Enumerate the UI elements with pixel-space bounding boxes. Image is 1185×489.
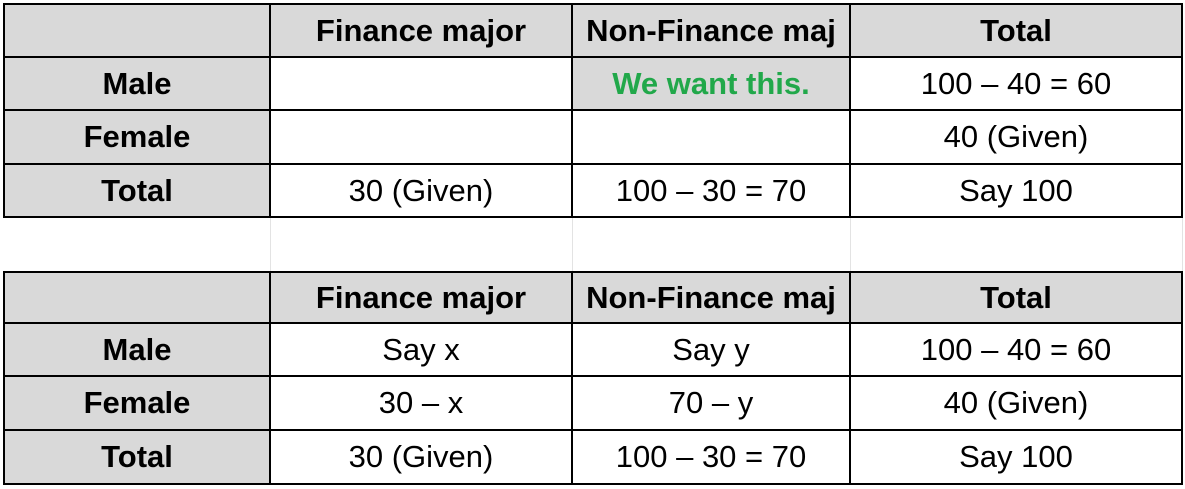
table2-female-finance-cell[interactable]: 30 – x [271,377,573,431]
table1-header-non-finance[interactable]: Non-Finance maj [573,3,851,58]
spacer-cell[interactable] [271,218,573,271]
spacer-cell[interactable] [573,218,851,271]
table1-corner-cell[interactable] [3,3,271,58]
table2-header-total[interactable]: Total [851,271,1183,324]
table2-row-label-total[interactable]: Total [3,431,271,485]
table1-male-non-finance-cell[interactable]: We want this. [573,58,851,111]
table1-male-total-cell[interactable]: 100 – 40 = 60 [851,58,1183,111]
table2-corner-cell[interactable] [3,271,271,324]
table1-female-non-finance-cell[interactable] [573,111,851,165]
table1-header-finance[interactable]: Finance major [271,3,573,58]
table2-header-finance[interactable]: Finance major [271,271,573,324]
table2-row-label-female[interactable]: Female [3,377,271,431]
table1-total-total-cell[interactable]: Say 100 [851,165,1183,218]
table1-header-total[interactable]: Total [851,3,1183,58]
table1-row-label-female[interactable]: Female [3,111,271,165]
table2-male-non-finance-cell[interactable]: Say y [573,324,851,377]
contingency-tables: Finance major Non-Finance maj Total Male… [3,3,1183,485]
table2-female-non-finance-cell[interactable]: 70 – y [573,377,851,431]
table2-header-non-finance[interactable]: Non-Finance maj [573,271,851,324]
table1-female-total-cell[interactable]: 40 (Given) [851,111,1183,165]
spacer-cell[interactable] [3,218,271,271]
table1-row-label-male[interactable]: Male [3,58,271,111]
table1-total-finance-cell[interactable]: 30 (Given) [271,165,573,218]
table1-row-label-total[interactable]: Total [3,165,271,218]
table1-male-finance-cell[interactable] [271,58,573,111]
table2-total-non-finance-cell[interactable]: 100 – 30 = 70 [573,431,851,485]
table2-male-total-cell[interactable]: 100 – 40 = 60 [851,324,1183,377]
table2-total-total-cell[interactable]: Say 100 [851,431,1183,485]
table2-female-total-cell[interactable]: 40 (Given) [851,377,1183,431]
table2-row-label-male[interactable]: Male [3,324,271,377]
spacer-cell[interactable] [851,218,1183,271]
table2-male-finance-cell[interactable]: Say x [271,324,573,377]
table2-total-finance-cell[interactable]: 30 (Given) [271,431,573,485]
table1-female-finance-cell[interactable] [271,111,573,165]
table1-total-non-finance-cell[interactable]: 100 – 30 = 70 [573,165,851,218]
